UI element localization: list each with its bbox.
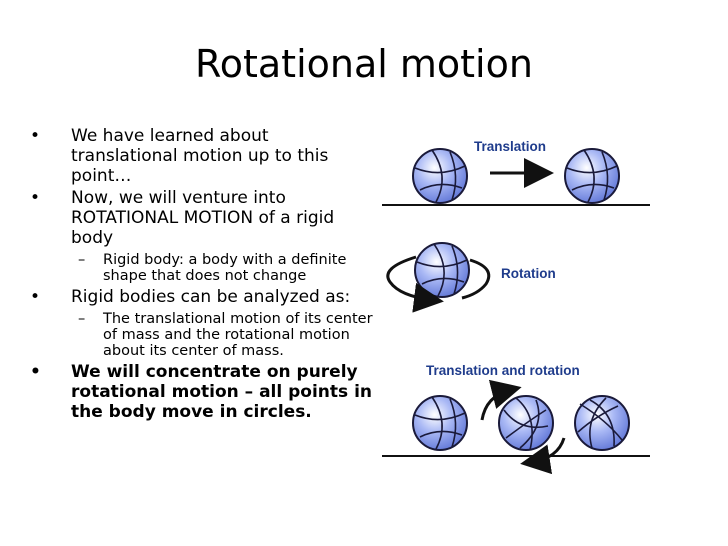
bullet-mark: • [30, 188, 41, 208]
sub-bullet-mark: – [78, 252, 86, 268]
ball-icon [564, 148, 620, 204]
rotation-arrow [520, 437, 566, 475]
bullet-1-text: We have learned about translational moti… [71, 126, 329, 186]
bullet-4-text: We will concentrate on purely rotational… [71, 362, 372, 422]
bullet-mark: • [30, 287, 41, 307]
rotation-arrow [386, 255, 444, 313]
sub-bullet-2-1: – Rigid body: a body with a definite sha… [30, 252, 375, 284]
motion-figure: Translation [370, 120, 670, 480]
rotation-arrow [480, 379, 522, 421]
rotation-label: Rotation [501, 266, 556, 281]
bullet-4: • We will concentrate on purely rotation… [30, 362, 375, 422]
ball-icon [574, 395, 630, 451]
ball-icon [414, 242, 470, 298]
bullet-1: • We have learned about translational mo… [30, 126, 375, 186]
bullet-2-text: Now, we will venture into ROTATIONAL MOT… [71, 188, 335, 248]
bullet-3: • Rigid bodies can be analyzed as: [30, 287, 375, 307]
sub-bullet-3-1: – The translational motion of its center… [30, 311, 375, 359]
translation-rotation-label: Translation and rotation [426, 363, 580, 378]
motion-diagram: Translation [382, 139, 650, 475]
ball-icon [498, 395, 554, 451]
rotation-arrow [461, 258, 491, 300]
ball-icon [412, 148, 468, 204]
bullet-2: • Now, we will venture into ROTATIONAL M… [30, 188, 375, 248]
bullet-mark: • [30, 362, 41, 382]
ball-icon [412, 395, 468, 451]
translation-label: Translation [474, 139, 546, 154]
sub-bullet-3-1-text: The translational motion of its center o… [103, 311, 373, 359]
sub-bullet-mark: – [78, 311, 86, 327]
sub-bullet-2-1-text: Rigid body: a body with a definite shape… [103, 252, 347, 284]
bullet-list: • We have learned about translational mo… [30, 126, 375, 424]
bullet-3-text: Rigid bodies can be analyzed as: [71, 287, 351, 307]
slide-title: Rotational motion [195, 42, 533, 86]
bullet-mark: • [30, 126, 41, 146]
